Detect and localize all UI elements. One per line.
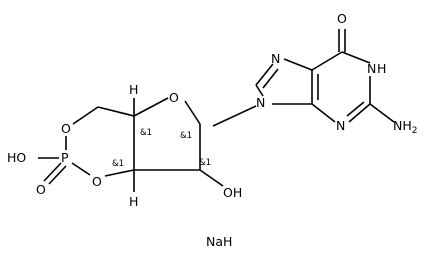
bond-p-o-double-2 <box>48 165 67 185</box>
atom-p: P <box>61 150 69 165</box>
stereo-label-c4prime: &1 <box>140 128 152 138</box>
bond-c2-n3-double <box>346 101 365 117</box>
atom-h-top: H <box>129 82 138 97</box>
bond-n7-c8 <box>255 63 274 86</box>
atom-o-phosphate-top: O <box>61 121 71 136</box>
bond-c2-n3 <box>348 103 371 123</box>
counterion-label: NaH <box>206 234 232 249</box>
bond-p-o3 <box>71 162 91 176</box>
stereo-labels: &1 &1 &1 &1 &1 <box>112 128 211 169</box>
atom-h-bottom: H <box>129 194 138 209</box>
bond-c4prime-c5prime <box>97 106 135 117</box>
bond-c1prime-o4 <box>184 100 201 125</box>
atom-n-h: N <box>367 61 376 76</box>
atom-oh-ribose: OH <box>223 185 242 200</box>
stereo-label-c1prime: &1 <box>180 131 192 141</box>
bond-c5-c6 <box>311 51 343 71</box>
atom-o-carbonyl: O <box>337 11 347 26</box>
atom-n-imidazole-top: N <box>271 51 280 66</box>
bond-c6-n1 <box>341 51 371 64</box>
bond-c5-n7 <box>283 58 313 71</box>
bond-n7-c8-double <box>262 68 279 89</box>
atom-n-bottom: N <box>336 118 345 133</box>
bond-c2-nh2 <box>369 103 395 123</box>
bond-p-o-double <box>43 162 62 182</box>
atom-o-ring: O <box>169 90 179 105</box>
bond-c5prime-o5 <box>72 106 99 125</box>
bond-c2prime-oh <box>199 169 224 187</box>
bond-n3-c4 <box>311 103 336 123</box>
atom-h-on-n: H <box>377 61 386 76</box>
bond-o4-c4prime <box>133 97 169 117</box>
atom-n9: N <box>256 95 265 110</box>
bond-lines <box>38 29 395 192</box>
atom-o-double: O <box>36 182 46 197</box>
atom-o-phosphate-bottom: O <box>92 174 102 189</box>
atom-ho-phosphate: HO <box>7 150 26 165</box>
bond-c8-n9 <box>255 84 264 97</box>
atom-nh2: NH2 <box>393 118 417 136</box>
atom-nh2-main: NH <box>393 118 412 133</box>
stereo-label-c2prime: &1 <box>199 158 211 168</box>
stereo-label-c3prime: &1 <box>112 159 124 169</box>
bond-o3-c3prime <box>104 169 135 177</box>
atom-nh2-subscript: 2 <box>412 126 418 136</box>
bond-n9-c1prime <box>212 105 257 127</box>
atom-labels: O N H N N N NH2 O O P O HO O OH H H <box>7 11 417 209</box>
